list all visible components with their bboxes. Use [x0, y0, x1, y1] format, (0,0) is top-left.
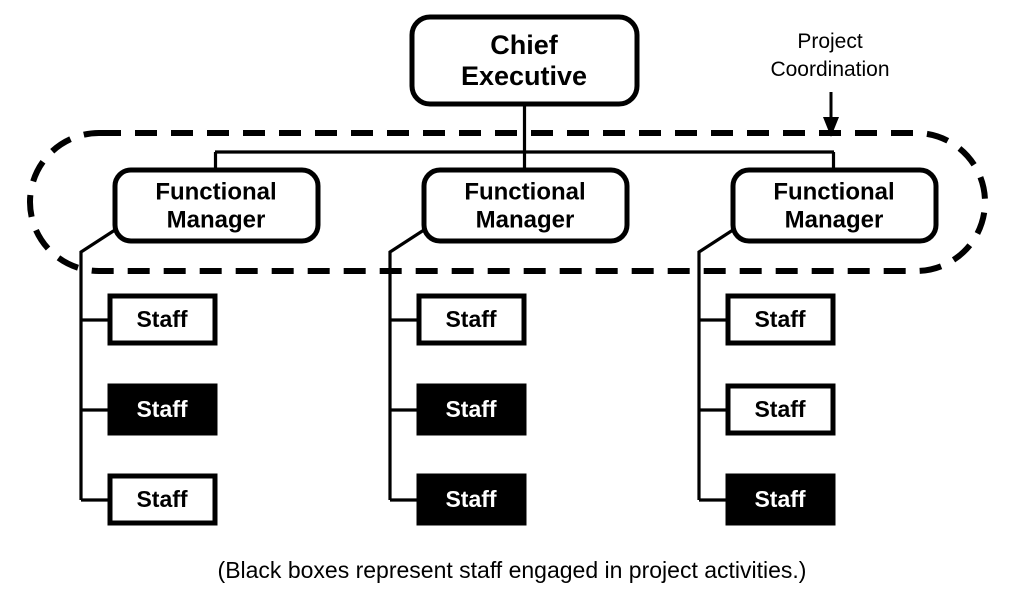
- node-functional-manager-3[interactable]: Functional Manager: [730, 167, 939, 244]
- annotation-line-2: Coordination: [770, 58, 889, 81]
- staff-3-2-label: Staff: [754, 396, 805, 422]
- staff-1-1-box[interactable]: [107, 293, 218, 346]
- node-staff-2-3[interactable]: Staff: [416, 473, 527, 526]
- chief-executive-label-line-2: Executive: [461, 61, 587, 91]
- staff-2-3-box[interactable]: [416, 473, 527, 526]
- node-staff-1-1[interactable]: Staff: [107, 293, 218, 346]
- project-coordination-annotation: Project Coordination: [770, 30, 890, 137]
- staff-1-3-box[interactable]: [107, 473, 218, 526]
- functional-manager-1-box[interactable]: [112, 167, 321, 244]
- node-staff-1-2[interactable]: Staff: [107, 383, 218, 436]
- staff-2-2-label: Staff: [445, 396, 496, 422]
- connector-trunk-column-3: [697, 226, 737, 500]
- functional-manager-1-label-line-1: Functional: [155, 178, 276, 205]
- diagram-caption: (Black boxes represent staff engaged in …: [218, 557, 807, 583]
- functional-manager-1-label-line-2: Manager: [167, 206, 266, 233]
- functional-manager-3-label-line-1: Functional: [773, 178, 894, 205]
- functional-manager-2-label-line-2: Manager: [476, 206, 575, 233]
- staff-2-3-label: Staff: [445, 486, 496, 512]
- project-coordination-boundary: [27, 130, 988, 274]
- connector-trunk-column-2: [388, 226, 428, 500]
- node-staff-3-2[interactable]: Staff: [725, 383, 836, 436]
- chief-executive-box[interactable]: [409, 14, 640, 107]
- staff-1-1-label: Staff: [136, 306, 187, 332]
- chief-executive-label-line-1: Chief: [490, 30, 559, 60]
- connector-trunk-column-1: [79, 226, 119, 500]
- node-staff-3-3[interactable]: Staff: [725, 473, 836, 526]
- staff-3-2-box[interactable]: [725, 383, 836, 436]
- node-staff-3-1[interactable]: Staff: [725, 293, 836, 346]
- staff-1-3-label: Staff: [136, 486, 187, 512]
- node-staff-2-2[interactable]: Staff: [416, 383, 527, 436]
- node-staff-2-1[interactable]: Staff: [416, 293, 527, 346]
- staff-3-1-label: Staff: [754, 306, 805, 332]
- functional-manager-2-label-line-1: Functional: [464, 178, 585, 205]
- functional-manager-3-label-line-2: Manager: [785, 206, 884, 233]
- node-staff-1-3[interactable]: Staff: [107, 473, 218, 526]
- functional-manager-3-box[interactable]: [730, 167, 939, 244]
- staff-1-2-label: Staff: [136, 396, 187, 422]
- staff-3-3-label: Staff: [754, 486, 805, 512]
- staff-2-2-box[interactable]: [416, 383, 527, 436]
- staff-3-3-box[interactable]: [725, 473, 836, 526]
- functional-manager-2-box[interactable]: [421, 167, 630, 244]
- connector-layer: [79, 104, 836, 502]
- node-functional-manager-1[interactable]: Functional Manager: [112, 167, 321, 244]
- staff-3-1-box[interactable]: [725, 293, 836, 346]
- staff-2-1-box[interactable]: [416, 293, 527, 346]
- node-chief-executive[interactable]: Chief Executive: [409, 14, 640, 107]
- annotation-arrow-head-icon: [823, 117, 839, 137]
- staff-2-1-label: Staff: [445, 306, 496, 332]
- node-functional-manager-2[interactable]: Functional Manager: [421, 167, 630, 244]
- staff-1-2-box[interactable]: [107, 383, 218, 436]
- annotation-line-1: Project: [797, 30, 863, 53]
